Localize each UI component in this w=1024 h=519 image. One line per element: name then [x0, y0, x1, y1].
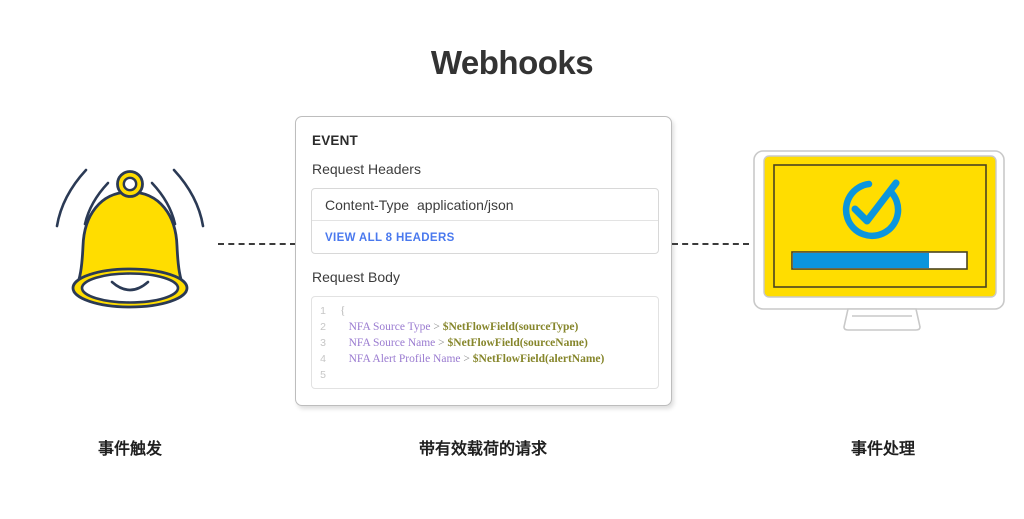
code-token-field: NFA Source Type: [348, 321, 431, 333]
bell-icon: [38, 148, 222, 320]
caption-left: 事件触发: [97, 439, 162, 458]
code-line: 3 NFA Source Name > $NetFlowField(source…: [312, 335, 658, 351]
request-body-label: Request Body: [312, 269, 400, 285]
event-card: EVENT Request Headers Content-Type appli…: [295, 116, 672, 406]
code-content: NFA Source Type > $NetFlowField(sourceTy…: [334, 319, 579, 335]
progress-bar: [791, 251, 968, 270]
header-value: application/json: [417, 196, 514, 213]
line-number: 2: [320, 321, 326, 333]
code-content: {: [334, 303, 346, 319]
code-token-var: $NetFlowField(alertName): [472, 353, 605, 365]
code-line: 4 NFA Alert Profile Name > $NetFlowField…: [312, 351, 658, 367]
code-token-brace: {: [340, 305, 346, 317]
header-row: Content-Type application/json: [312, 189, 658, 221]
code-token-field: NFA Alert Profile Name: [348, 353, 461, 365]
request-body-code-block[interactable]: 1 { 2 NFA Source Type > $NetFlowField(so…: [311, 296, 659, 389]
page-title: Webhooks: [430, 44, 594, 81]
code-token-var: $NetFlowField(sourceType): [442, 321, 579, 333]
view-all-headers-link[interactable]: VIEW ALL 8 HEADERS: [325, 231, 455, 244]
connector-right-dashed: [672, 243, 749, 245]
caption-center: 带有效载荷的请求: [418, 439, 547, 458]
code-line: 1 {: [312, 303, 658, 319]
line-number: 5: [320, 369, 326, 381]
code-token-gt: >: [430, 321, 443, 333]
connector-left-dashed: [218, 243, 296, 245]
request-headers-label: Request Headers: [312, 161, 421, 177]
event-card-title: EVENT: [312, 133, 359, 148]
request-headers-table: Content-Type application/json VIEW ALL 8…: [311, 188, 659, 254]
code-token-field: NFA Source Name: [348, 337, 436, 349]
code-token-gt: >: [435, 337, 448, 349]
code-token-gt: >: [460, 353, 473, 365]
line-number: 4: [320, 353, 326, 365]
header-key: Content-Type: [325, 196, 410, 213]
line-number: 1: [320, 305, 326, 317]
code-line: 5: [312, 367, 658, 383]
code-token-var: $NetFlowField(sourceName): [447, 337, 588, 349]
check-circle-icon: [842, 179, 902, 240]
monitor-icon: [748, 146, 1016, 332]
code-content: NFA Source Name > $NetFlowField(sourceNa…: [334, 335, 588, 351]
code-content: NFA Alert Profile Name > $NetFlowField(a…: [334, 351, 605, 367]
code-line: 2 NFA Source Type > $NetFlowField(source…: [312, 319, 658, 335]
caption-right: 事件处理: [850, 439, 915, 458]
line-number: 3: [320, 337, 326, 349]
